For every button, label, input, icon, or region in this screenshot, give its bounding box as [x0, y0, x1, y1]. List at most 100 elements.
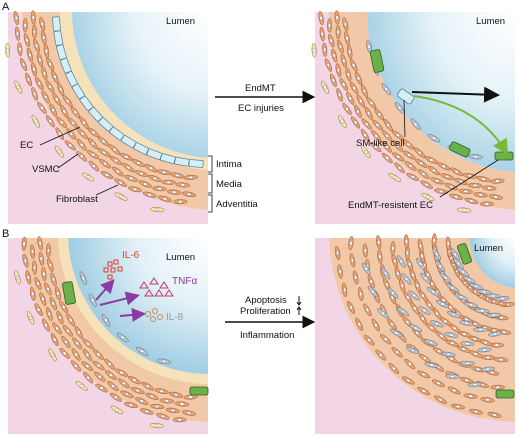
panel-b-right-lumen-label: Lumen: [474, 243, 503, 254]
apoptosis-label: Apoptosis: [245, 295, 287, 306]
panel-a-right-vessel: [315, 12, 515, 224]
neointima-sm-like-cell-nucleus: [474, 284, 479, 288]
vsmc-cell-nucleus: [71, 121, 75, 125]
vsmc-cell-nucleus: [108, 373, 113, 377]
il8-label: IL-8: [166, 312, 184, 323]
vsmc-cell-nucleus: [373, 145, 378, 149]
neointima-sm-like-cell-nucleus: [459, 295, 464, 299]
vsmc-cell-nucleus: [91, 153, 96, 157]
vsmc-cell-nucleus: [175, 173, 180, 177]
neointima-sm-like-cell-nucleus: [446, 352, 451, 356]
vsmc-cell-nucleus: [396, 144, 400, 148]
neointima-sm-like-cell-nucleus: [399, 259, 404, 264]
neointima-vsmc-cell-nucleus: [349, 305, 353, 310]
neointima-vsmc-cell-nucleus: [438, 398, 443, 402]
neointima-sm-like-cell-nucleus: [491, 313, 497, 317]
vsmc-cell-nucleus: [348, 49, 352, 54]
fibroblast-cell-nucleus: [115, 408, 119, 412]
vsmc-cell-nucleus: [47, 311, 51, 317]
vsmc-cell-nucleus: [85, 364, 90, 368]
vsmc-cell-nucleus: [445, 175, 450, 179]
vsmc-cell-nucleus: [367, 111, 371, 116]
vsmc-cell-nucleus: [417, 150, 422, 155]
vsmc-cell-nucleus: [32, 67, 36, 72]
vsmc-cell-nucleus: [38, 57, 42, 62]
panel-a-right-lumen-label: Lumen: [476, 16, 505, 27]
vsmc-cell-nucleus: [406, 142, 411, 147]
vsmc-cell-nucleus: [363, 133, 367, 138]
neointima-vsmc-cell-nucleus: [441, 298, 446, 303]
ec-injuries-label: EC injuries: [238, 103, 284, 114]
neointima-vsmc-cell-nucleus: [390, 322, 394, 327]
vsmc-cell-nucleus: [139, 399, 144, 403]
vsmc-cell-nucleus: [132, 187, 137, 191]
neointima-vsmc-cell-nucleus: [502, 330, 507, 334]
vsmc-cell-nucleus: [143, 182, 148, 186]
neointima-vsmc-cell-nucleus: [336, 250, 340, 256]
sm-like-cell-nucleus: [91, 298, 95, 303]
neointima-vsmc-cell-nucleus: [407, 362, 412, 366]
neointima-sm-like-cell-nucleus: [381, 311, 385, 316]
vsmc-cell-nucleus: [472, 183, 478, 187]
neointima-vsmc-cell-nucleus: [443, 319, 448, 324]
neointima-sm-like-cell-nucleus: [413, 326, 418, 330]
neointima-sm-like-cell-nucleus: [461, 270, 466, 274]
vsmc-cell-nucleus: [375, 123, 380, 127]
neointima-sm-like-cell-nucleus: [453, 252, 457, 257]
sm-like-cell-label: SM-like cell: [356, 138, 405, 149]
il6-cluster: [103, 259, 123, 280]
neointima-vsmc-cell-nucleus: [446, 241, 450, 246]
apoptosis-down-icon: [296, 296, 302, 306]
vsmc-cell-nucleus: [149, 166, 153, 170]
vsmc-cell-nucleus: [18, 47, 22, 52]
neointima-vsmc-cell-nucleus: [455, 405, 460, 409]
neointima-sm-like-cell-nucleus: [478, 328, 483, 332]
vsmc-cell-nucleus: [478, 193, 483, 197]
vsmc-cell-nucleus: [359, 99, 363, 103]
inflammation-label: Inflammation: [240, 330, 294, 341]
vsmc-cell-nucleus: [336, 30, 340, 35]
endothelial-cell: [65, 71, 78, 87]
neointima-vsmc-cell-nucleus: [405, 250, 409, 255]
vsmc-cell-nucleus: [59, 120, 64, 125]
vsmc-cell-nucleus: [180, 183, 185, 187]
vsmc-cell-nucleus: [356, 109, 360, 114]
neointima-sm-like-cell-nucleus: [418, 261, 423, 266]
vsmc-cell-nucleus: [161, 170, 167, 174]
neointima-vsmc-cell-nucleus: [492, 413, 497, 417]
vsmc-cell-nucleus: [62, 305, 66, 310]
vsmc-cell-nucleus: [14, 15, 18, 21]
neointima-vsmc-cell-nucleus: [429, 326, 434, 330]
neointima-sm-like-cell-nucleus: [479, 309, 485, 313]
vsmc-cell-nucleus: [35, 43, 39, 48]
neointima-vsmc-cell-nucleus: [449, 357, 454, 361]
neointima-vsmc-cell-nucleus: [400, 283, 404, 288]
vsmc-cell-nucleus: [112, 147, 117, 152]
neointima-vsmc-cell-nucleus: [452, 326, 457, 330]
vsmc-cell-nucleus: [77, 330, 81, 335]
endothelial-cell: [52, 16, 61, 32]
vsmc-cell-nucleus: [178, 200, 183, 204]
vsmc-cell-nucleus: [113, 395, 118, 399]
vsmc-cell-nucleus: [147, 193, 152, 197]
vsmc-cell-nucleus: [96, 363, 101, 368]
neointima-vsmc-cell-nucleus: [473, 352, 478, 356]
endmt-label: EndMT: [245, 83, 276, 94]
neointima-sm-like-cell-nucleus: [472, 383, 478, 387]
neointima-vsmc-cell-nucleus: [461, 347, 466, 351]
sm-like-cell-nucleus: [384, 87, 389, 92]
vsmc-cell-nucleus: [126, 165, 131, 170]
fibroblast-cell-nucleus: [57, 149, 62, 154]
vsmc-cell-nucleus: [44, 95, 48, 99]
sm-like-cell-nucleus: [104, 318, 108, 323]
panel-b-left-sm-like-cells: [79, 271, 172, 365]
vsmc-cell-nucleus: [336, 68, 340, 73]
neointima-vsmc-cell-nucleus: [419, 243, 423, 249]
neointima-vsmc-cell-nucleus: [378, 353, 383, 357]
neointima-vsmc-cell-nucleus: [378, 254, 382, 259]
vsmc-cell-nucleus: [377, 112, 382, 117]
vsmc-cell-nucleus: [345, 36, 349, 41]
neointima-sm-like-cell-nucleus: [456, 261, 461, 266]
neointima-vsmc-cell-nucleus: [421, 316, 425, 321]
vsmc-cell-nucleus: [74, 352, 78, 357]
